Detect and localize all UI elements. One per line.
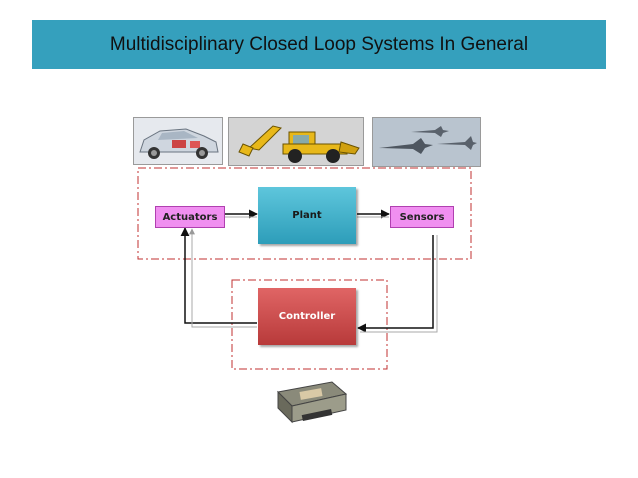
arrow-controller-actuators <box>180 227 257 324</box>
actuators-block: Actuators <box>155 206 225 228</box>
plant-label: Plant <box>292 210 322 221</box>
controller-block: Controller <box>258 288 356 345</box>
slide-title: Multidisciplinary Closed Loop Systems In… <box>109 33 529 55</box>
sensors-block: Sensors <box>390 206 454 228</box>
car-image <box>133 117 223 165</box>
controller-system-boundary <box>231 279 388 370</box>
fighter-jets-image <box>372 117 481 167</box>
plant-block: Plant <box>258 187 356 244</box>
excavator-image <box>228 117 364 166</box>
plant-system-boundary <box>137 167 472 260</box>
controller-label: Controller <box>278 311 336 322</box>
sensors-label: Sensors <box>399 211 445 223</box>
title-bar: Multidisciplinary Closed Loop Systems In… <box>32 20 606 69</box>
ecu-image <box>272 378 350 428</box>
arrow-sensors-controller <box>357 235 434 333</box>
actuators-label: Actuators <box>162 211 218 223</box>
